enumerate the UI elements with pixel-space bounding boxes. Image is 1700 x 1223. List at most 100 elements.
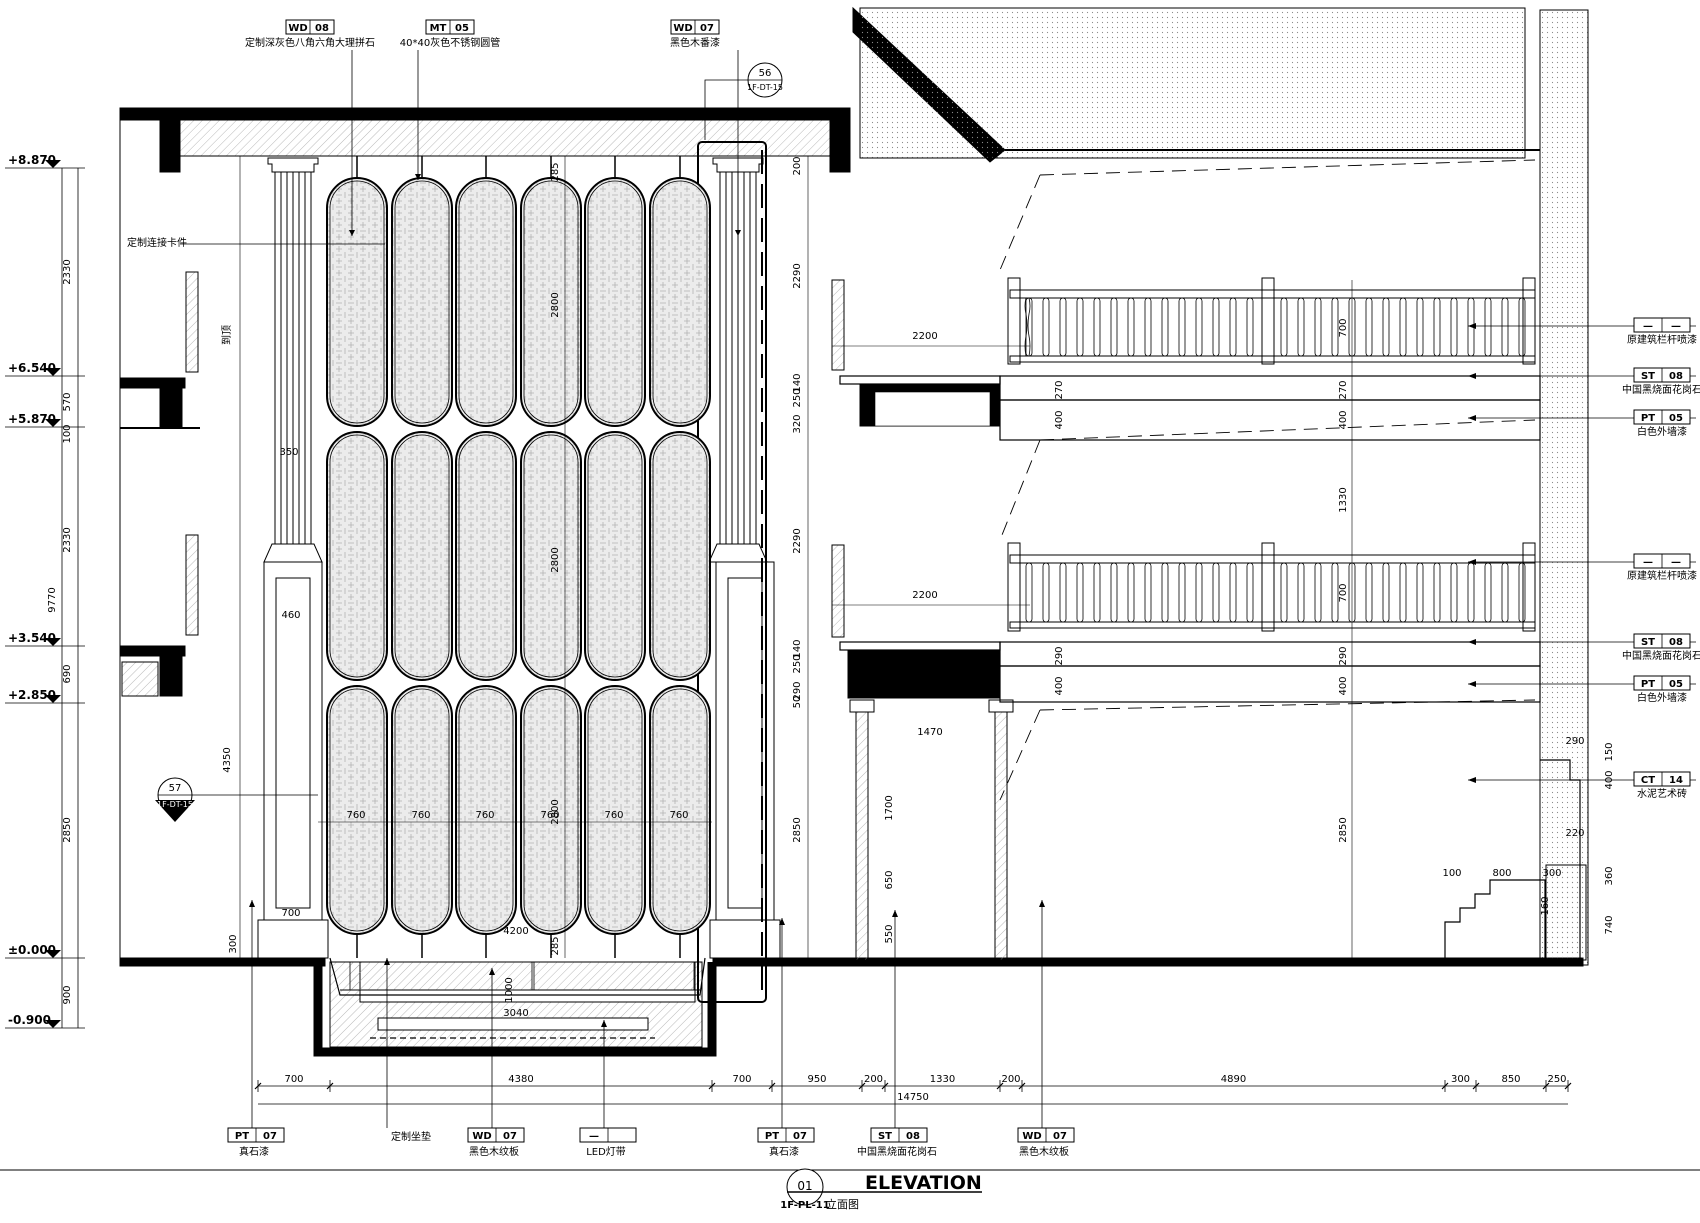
oval-panel-inner — [587, 180, 643, 424]
tag-num: 14 — [1669, 775, 1683, 786]
tag-code: WD — [472, 1131, 491, 1142]
inner-dim: 50 — [792, 696, 803, 709]
level-triangle — [45, 368, 61, 376]
inner-dim: 700 — [281, 908, 300, 919]
inner-dim: 290 — [1054, 646, 1065, 665]
inner-dim: 360 — [1604, 866, 1615, 885]
baluster — [1314, 297, 1322, 357]
title-number: 01 — [797, 1179, 812, 1193]
baluster — [1195, 562, 1203, 623]
oval-panel — [326, 177, 388, 427]
baluster — [1518, 297, 1526, 357]
oval-screen-panels — [326, 156, 711, 958]
title-sub: 立面图 — [826, 1197, 859, 1211]
tag-code: — — [1643, 557, 1653, 568]
left-dim: 570 — [62, 392, 73, 411]
left-column — [257, 157, 329, 959]
inner-dim: 760 — [540, 810, 559, 821]
inner-dim: 250 — [792, 654, 803, 673]
bottom-dim: 250 — [1547, 1074, 1566, 1085]
baluster — [1297, 297, 1305, 357]
detail-ref-56-sheet: 1F-DT-15 — [747, 83, 783, 92]
inner-dim: 800 — [1492, 868, 1511, 879]
inner-dim: 400 — [1054, 410, 1065, 429]
baluster — [1297, 562, 1305, 623]
baluster — [1076, 297, 1084, 357]
inner-dim: 1000 — [504, 977, 515, 1002]
tag-num: 08 — [1669, 371, 1683, 382]
baluster — [1161, 297, 1169, 357]
detail-ref-57-num: 57 — [169, 783, 182, 794]
inner-dim: 270 — [1338, 380, 1349, 399]
baluster — [1365, 297, 1373, 357]
inner-dim: 300 — [1542, 868, 1561, 879]
inner-dim: 285 — [550, 162, 561, 181]
baluster — [1229, 562, 1237, 623]
left-dim: 2850 — [62, 817, 73, 842]
inner-dim: 1330 — [1338, 487, 1349, 512]
oval-panel — [391, 431, 453, 681]
tag-num: 07 — [503, 1131, 517, 1142]
bottom-dim: 4380 — [508, 1074, 533, 1085]
inner-dim: 700 — [1338, 318, 1349, 337]
tag-code: — — [589, 1131, 599, 1142]
bottom-dim: 300 — [1451, 1074, 1470, 1085]
baluster — [1246, 562, 1254, 623]
inner-dim: 290 — [1338, 646, 1349, 665]
oval-panel-inner — [458, 434, 514, 678]
inner-dim: 150 — [1604, 742, 1615, 761]
baluster — [1467, 562, 1475, 623]
level-label: -0.900 — [8, 1013, 51, 1027]
tag-code: ST — [1641, 637, 1655, 648]
title-block: 01 1F-PL-11 ELEVATION 立面图 — [0, 1168, 1700, 1211]
tag-code: ST — [1641, 371, 1655, 382]
baluster — [1399, 562, 1407, 623]
inner-dim: 2200 — [912, 331, 937, 342]
level-triangle — [45, 419, 61, 427]
bottom-dim: 950 — [807, 1074, 826, 1085]
tag-code: CT — [1641, 775, 1655, 786]
note-ceiling: 到顶 — [221, 325, 233, 345]
baluster — [1110, 562, 1118, 623]
baluster — [1059, 562, 1067, 623]
baluster — [1501, 297, 1509, 357]
baluster — [1042, 562, 1050, 623]
inner-dim: 290 — [1565, 736, 1584, 747]
left-dim: 2330 — [62, 259, 73, 284]
baluster — [1025, 297, 1033, 357]
baluster — [1076, 562, 1084, 623]
inner-dim: 400 — [1604, 770, 1615, 789]
tag-label: 水泥艺术砖 — [1637, 787, 1687, 800]
left-dim: 9770 — [47, 587, 58, 612]
title-main: ELEVATION — [865, 1172, 982, 1194]
detail-ref-57: 57 1F-DT-15 — [155, 777, 318, 822]
level-triangle — [45, 695, 61, 703]
tag-num: — — [1671, 321, 1681, 332]
oval-panel-inner — [458, 688, 514, 932]
oval-panel-inner — [652, 180, 708, 424]
oval-panel-inner — [587, 434, 643, 678]
inner-dim: 2850 — [792, 817, 803, 842]
inner-dim: 400 — [1338, 410, 1349, 429]
tag-code: MT — [430, 23, 447, 34]
inner-dim: 200 — [792, 156, 803, 175]
tag-label: 原建筑栏杆喷漆 — [1627, 569, 1697, 582]
baluster — [1382, 297, 1390, 357]
baluster — [1450, 562, 1458, 623]
oval-panel — [520, 431, 582, 681]
baluster — [1280, 562, 1288, 623]
tag-num: 07 — [793, 1131, 807, 1142]
oval-panel-inner — [458, 180, 514, 424]
baluster — [1433, 297, 1441, 357]
tag-label: 黑色木番漆 — [670, 36, 720, 49]
inner-dim: 760 — [669, 810, 688, 821]
inner-dim: 270 — [1054, 380, 1065, 399]
inner-dim: 2290 — [792, 528, 803, 553]
tag-num: 05 — [455, 23, 469, 34]
baluster — [1331, 562, 1339, 623]
tag-code: WD — [288, 23, 307, 34]
baluster — [1501, 562, 1509, 623]
oval-panel-inner — [523, 688, 579, 932]
